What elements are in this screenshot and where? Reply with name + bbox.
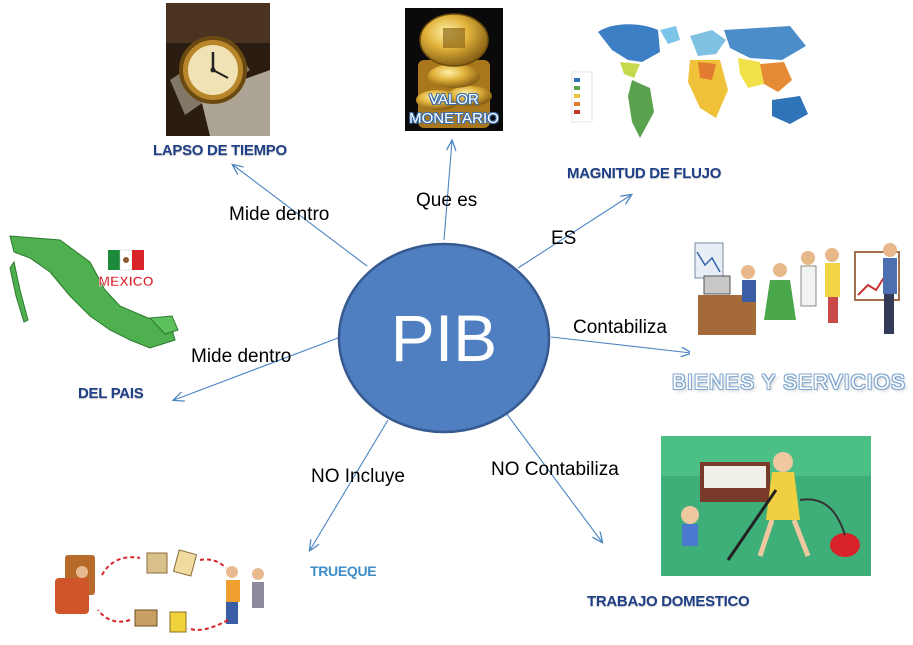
office-workers-image	[690, 240, 910, 355]
edge-label-trueque: NO Incluye	[311, 466, 405, 487]
mexico-map-image: MEXICO	[3, 228, 183, 360]
arrow-to-flujo	[517, 195, 631, 269]
barter-cycle-image	[35, 540, 295, 640]
edge-label-tiempo: Mide dentro	[229, 204, 330, 225]
node-title-domestico: TRABAJO DOMESTICO	[587, 593, 750, 610]
node-title-pais: DEL PAIS	[78, 385, 144, 402]
edge-label-pais: Mide dentro	[191, 346, 292, 367]
valor-node-overlay: VALOR MONETARIO	[405, 90, 503, 128]
node-title-trueque: TRUEQUE	[310, 563, 377, 579]
center-node	[337, 242, 551, 434]
node-title-tiempo: LAPSO DE TIEMPO	[153, 142, 287, 159]
arrow-to-bienes	[550, 336, 691, 353]
edge-label-bienes: Contabiliza	[573, 317, 667, 338]
world-map-image	[565, 8, 825, 158]
housework-image	[661, 436, 871, 576]
node-title-bienes: BIENES Y SERVICIOS	[672, 371, 906, 394]
valor-line-1: VALOR	[429, 91, 479, 108]
arrow-to-valor	[443, 141, 452, 241]
clock-money-image	[166, 3, 270, 136]
edge-label-valor: Que es	[416, 190, 478, 211]
arrow-to-pais	[174, 337, 339, 400]
arrow-to-domestico	[505, 412, 602, 542]
arrow-to-trueque	[310, 419, 389, 550]
map-title: MEXICO	[98, 273, 153, 289]
valor-line-2: MONETARIO	[409, 110, 499, 127]
gold-coins-image	[405, 8, 503, 131]
edge-label-flujo: ES	[551, 228, 577, 249]
node-title-flujo: MAGNITUD DE FLUJO	[567, 165, 722, 182]
arrow-to-tiempo	[233, 165, 368, 267]
edge-label-domestico: NO Contabiliza	[491, 459, 619, 480]
